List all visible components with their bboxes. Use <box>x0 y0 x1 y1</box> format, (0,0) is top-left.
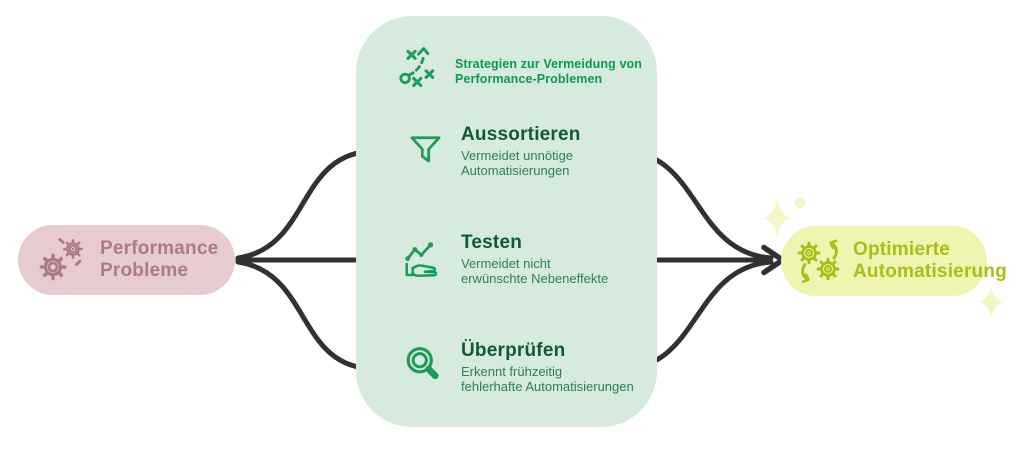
result-node-label: Optimierte Automatisierung <box>853 239 1007 282</box>
strategy-item-description: Vermeidet nicht erwünschte Nebeneffekte <box>461 255 609 286</box>
sparkle-dot-icon <box>794 197 806 209</box>
gears-refresh-icon <box>795 238 845 285</box>
arrow-source-to-item1 <box>235 148 379 261</box>
panel-title: Strategien zur Vermeidung von Performanc… <box>455 57 642 86</box>
sparkle-icon <box>763 200 791 236</box>
strategies-panel: Strategien zur Vermeidung von Performanc… <box>356 16 657 427</box>
magnifier-icon <box>402 341 448 395</box>
strategy-tactics-icon <box>398 45 436 89</box>
arrow-source-to-item3 <box>235 259 379 372</box>
strategy-item-description: Vermeidet unnötige Automatisierungen <box>461 147 574 178</box>
sparkle-icon <box>979 286 1003 318</box>
source-node-label: Performance Probleme <box>100 238 219 281</box>
strategy-item-title: Überprüfen <box>461 340 566 361</box>
funnel-icon <box>402 125 448 179</box>
strategy-item-aussortieren: Aussortieren Vermeidet unnötige Automati… <box>402 125 581 179</box>
strategy-item-title: Aussortieren <box>461 124 581 145</box>
panel-header: Strategien zur Vermeidung von Performanc… <box>398 31 642 89</box>
strategy-item-ueberpruefen: Überprüfen Erkennt frühzeitig fehlerhaft… <box>402 341 634 395</box>
strategy-item-description: Erkennt frühzeitig fehlerhafte Automatis… <box>461 363 634 394</box>
gears-malfunction-icon <box>35 236 87 284</box>
hand-chart-icon <box>402 233 448 287</box>
result-node-optimierte-automatisierung: Optimierte Automatisierung <box>781 226 1007 296</box>
source-node-performance-probleme: Performance Probleme <box>18 225 235 295</box>
strategy-item-title: Testen <box>461 232 523 253</box>
strategy-item-testen: Testen Vermeidet nicht erwünschte Nebene… <box>402 233 608 287</box>
